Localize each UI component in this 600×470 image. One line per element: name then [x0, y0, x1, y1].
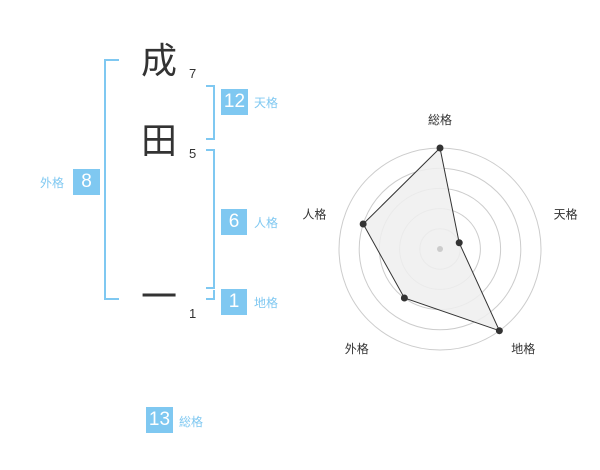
tenkaku-value: 12	[221, 89, 248, 115]
radar-axis-label-1: 天格	[554, 207, 578, 222]
soukaku-value: 13	[146, 407, 173, 433]
radar-point-0	[436, 144, 444, 152]
radar-point-2	[495, 327, 503, 335]
radar-polygon	[362, 146, 501, 332]
name-char-3: 一	[141, 277, 178, 318]
radar-point-1	[455, 239, 463, 247]
name-char-2: 田	[141, 121, 178, 162]
stroke-count-2: 5	[189, 146, 197, 161]
stroke-count-3: 1	[189, 306, 197, 321]
jinkaku-value: 6	[221, 209, 247, 235]
gaikaku-label: 外格	[40, 176, 65, 190]
chikaku-value: 1	[221, 289, 247, 315]
radar-point-3	[400, 294, 408, 302]
radar-axis-label-3: 外格	[345, 341, 369, 356]
soukaku-label: 総格	[179, 415, 204, 429]
radar-points	[359, 144, 503, 335]
name-char-1: 成	[141, 41, 178, 82]
radar-axis-label-2: 地格	[511, 341, 535, 356]
radar-axis-label-0: 総格	[428, 112, 452, 127]
gaikaku-value: 8	[73, 169, 100, 195]
jinkaku-label: 人格	[254, 216, 279, 230]
chikaku-bracket	[206, 290, 215, 300]
radar-axis-label-4: 人格	[302, 207, 326, 222]
tenkaku-label: 天格	[254, 96, 279, 110]
jinkaku-bracket	[206, 149, 215, 289]
radar-point-4	[359, 220, 367, 228]
chikaku-label: 地格	[254, 296, 279, 310]
gaikaku-bracket	[104, 59, 119, 300]
tenkaku-bracket	[206, 85, 215, 140]
stroke-count-1: 7	[189, 66, 197, 81]
radar-center-dot	[437, 246, 443, 252]
